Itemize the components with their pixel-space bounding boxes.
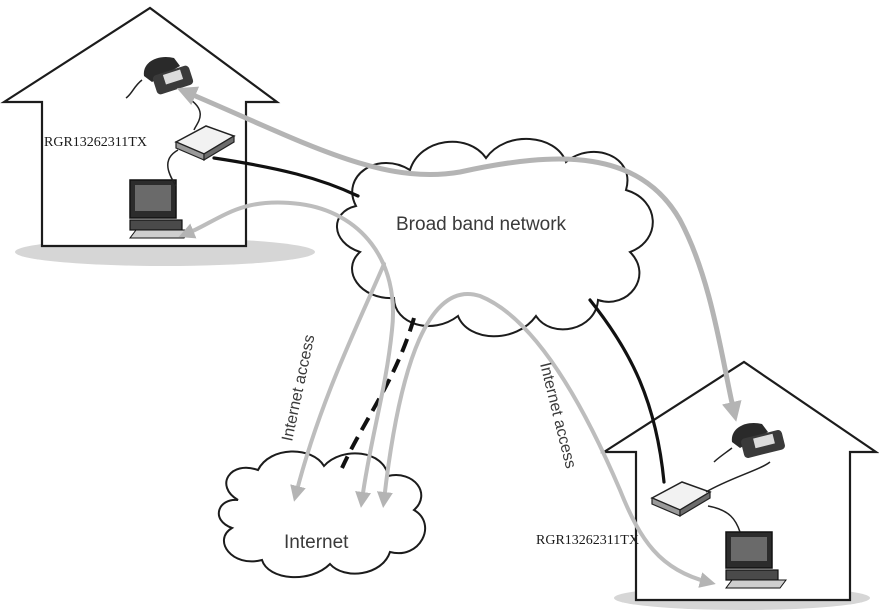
internet-access-label-right: Internet access bbox=[536, 361, 579, 470]
internet-flow-bottom-arrow bbox=[376, 292, 716, 588]
internet-flow-top-arrow bbox=[178, 200, 395, 508]
internet-cloud-label: Internet bbox=[284, 532, 349, 553]
house-top-left: RGR13262311TX bbox=[0, 6, 315, 266]
wire-gateway-phone-bottom bbox=[705, 461, 771, 493]
computer-icon bbox=[129, 179, 191, 239]
broadband-cloud-label: Broad band network bbox=[396, 214, 567, 235]
house-bottom-right: RGR13262311TX bbox=[536, 360, 879, 610]
gateway-label-bottom: RGR13262311TX bbox=[536, 533, 639, 548]
internet-cloud-shape bbox=[217, 450, 427, 578]
computer-icon-bottom bbox=[725, 531, 787, 589]
internet-cloud: Internet bbox=[217, 450, 427, 578]
wire-gateway-pc bbox=[167, 149, 179, 187]
telephone-icon-bottom bbox=[713, 422, 785, 463]
gateway-label-top: RGR13262311TX bbox=[44, 135, 147, 150]
voice-flow-arrow bbox=[176, 86, 742, 422]
internet-access-label-left: Internet access bbox=[279, 333, 318, 443]
internet-access-left-arrow bbox=[290, 262, 386, 502]
